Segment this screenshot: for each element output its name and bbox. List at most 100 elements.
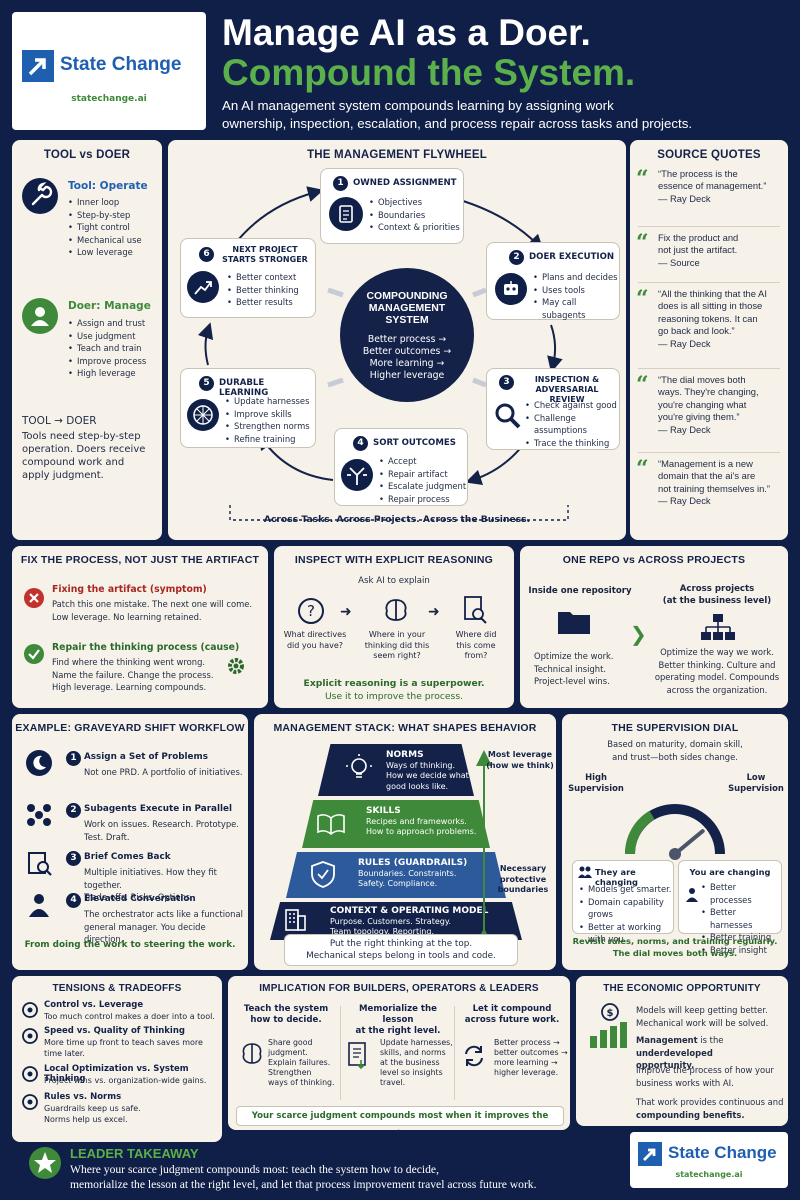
text-line: Fix the product and xyxy=(658,232,739,243)
magnifier-icon xyxy=(491,399,523,431)
leverage-arrow xyxy=(476,750,492,944)
step-4-title: SORT OUTCOMES xyxy=(373,438,456,448)
text-line: How we decide what xyxy=(386,771,469,780)
text-line: seem right? xyxy=(373,651,421,660)
they-heading: They are changing xyxy=(595,867,638,887)
clipboard-icon xyxy=(329,197,363,231)
list-item: Assign and trust xyxy=(68,317,160,330)
tensions-title: TENSIONS & TRADEOFFS xyxy=(52,983,182,994)
list-item: Uses tools xyxy=(533,284,619,297)
text-line: SYSTEM xyxy=(385,314,429,326)
text-line: “All the thinking that the AI xyxy=(658,288,767,299)
stack-top-label: Most leverage(how we think) xyxy=(486,750,554,771)
tension-lines: Guardrails keep us safe.Norms help us ex… xyxy=(44,1104,220,1125)
step-5-title: DURABLE LEARNING xyxy=(219,378,269,398)
text-line: Low leverage. No learning retained. xyxy=(52,611,202,622)
tool-heading: Tool: Operate xyxy=(68,180,148,192)
money-chart-icon: $ xyxy=(586,1002,628,1050)
divider xyxy=(638,368,780,369)
step-2-num: 2 xyxy=(509,250,524,265)
implication-panel: IMPLICATION FOR BUILDERS, OPERATORS & LE… xyxy=(228,976,570,1130)
text-line: Project wins vs. organization-wide gains… xyxy=(44,1076,207,1085)
list-item: Repair artifact xyxy=(379,468,466,481)
text-line: — Ray Deck xyxy=(658,192,711,204)
text-line: Norms help us excel. xyxy=(44,1114,128,1124)
tier-skills: SKILLS Recipes and frameworks.How to app… xyxy=(302,800,490,848)
dial-footer-2: The dial moves both ways. xyxy=(612,948,738,958)
repo-title: ONE REPO vs ACROSS PROJECTS xyxy=(562,554,746,566)
list-item: Inner loop xyxy=(68,196,160,209)
list-item: Update harnesses xyxy=(225,395,310,408)
tension-heading: Control vs. Leverage xyxy=(44,1000,144,1010)
text-line: operating model. Compounds xyxy=(654,672,780,682)
step-3-num: 3 xyxy=(499,375,514,390)
tension-icon xyxy=(22,1028,38,1044)
you-changing-box: You are changing Better processesBetter … xyxy=(678,860,782,956)
text-line: Let it compound xyxy=(472,1004,552,1014)
takeaway-line1: Where your scarce judgment compounds mos… xyxy=(70,1163,439,1176)
tier-norms-heading: NORMS xyxy=(386,750,424,760)
text-line: how to decide. xyxy=(250,1015,322,1025)
they-changing-box: They are changing Models get smarter.Dom… xyxy=(572,860,674,944)
text-line: Explain failures. xyxy=(268,1058,331,1067)
text-line: — Ray Deck xyxy=(658,337,711,349)
text-line: Test. Draft. xyxy=(84,831,130,842)
chevron-right-icon: ❯ xyxy=(630,622,647,646)
step-heading: Elevated Conversation xyxy=(84,894,196,904)
tension-heading: Rules vs. Norms xyxy=(44,1092,122,1102)
supervision-dial-gauge xyxy=(624,804,725,860)
text-line: Work on issues. Research. Prototype. xyxy=(84,819,239,829)
text-line: — Ray Deck xyxy=(658,495,711,507)
list-item: Use judgment xyxy=(68,330,160,343)
footer-brand-url: statechange.ai xyxy=(675,1170,743,1179)
step-6-num: 6 xyxy=(199,247,214,262)
text-line: Ways of thinking. xyxy=(386,760,456,770)
list-item: Repair process xyxy=(379,493,466,506)
text-line: What directives xyxy=(283,630,347,639)
divider xyxy=(454,1006,455,1100)
tier-skills-lines: Recipes and frameworks.How to approach p… xyxy=(366,817,490,838)
list-item: Teach and train xyxy=(68,342,160,355)
step-num: 3 xyxy=(66,851,81,866)
implication-title: IMPLICATION FOR BUILDERS, OPERATORS & LE… xyxy=(259,983,539,994)
lightbulb-icon xyxy=(344,754,374,784)
list-item: Improve process xyxy=(68,355,160,368)
text-line: Not one PRD. A portfolio of initiatives. xyxy=(84,767,243,777)
impl-icon-2 xyxy=(346,1040,370,1070)
list-item: Mechanical use xyxy=(68,234,160,247)
step-1-items: ObjectivesBoundariesContext & priorities xyxy=(369,196,460,234)
tension-icon xyxy=(22,1066,38,1082)
text-line: does is all sitting in those xyxy=(658,300,763,312)
text-line: Technical insight. xyxy=(534,663,607,674)
document-search-icon xyxy=(460,594,490,626)
arrow-icon: ➜ xyxy=(428,604,440,620)
text-line: Safety. Compliance. xyxy=(358,879,438,888)
text-line: Optimize the way we work. xyxy=(660,647,774,657)
text-line: Better thinking. Culture and xyxy=(658,659,776,670)
step-5-num: 5 xyxy=(199,376,214,391)
book-icon xyxy=(316,812,346,836)
svg-text:$: $ xyxy=(607,1008,614,1019)
step-num: 4 xyxy=(66,893,81,908)
economic-p1: Models will keep getting better.Mechanic… xyxy=(636,1004,786,1029)
graveyard-title: EXAMPLE: GRAVEYARD SHIFT WORKFLOW xyxy=(15,722,245,734)
step-2-box: 2 DOER EXECUTION Plans and decidesUses t… xyxy=(486,242,620,320)
list-item: High leverage xyxy=(68,367,160,380)
symptom-lines: Patch this one mistake. The next one wil… xyxy=(52,598,252,623)
quote-mark-icon: “ xyxy=(636,166,649,192)
divider xyxy=(638,452,780,453)
dial-subtitle: Based on maturity, domain skill,and trus… xyxy=(562,738,788,763)
list-item: Better thinking xyxy=(227,284,299,297)
text-line: Supervision xyxy=(728,783,784,793)
repo-right-heading-1: Across projects xyxy=(679,584,755,594)
tool-vs-doer-title: TOOL vs DOER xyxy=(43,149,131,161)
